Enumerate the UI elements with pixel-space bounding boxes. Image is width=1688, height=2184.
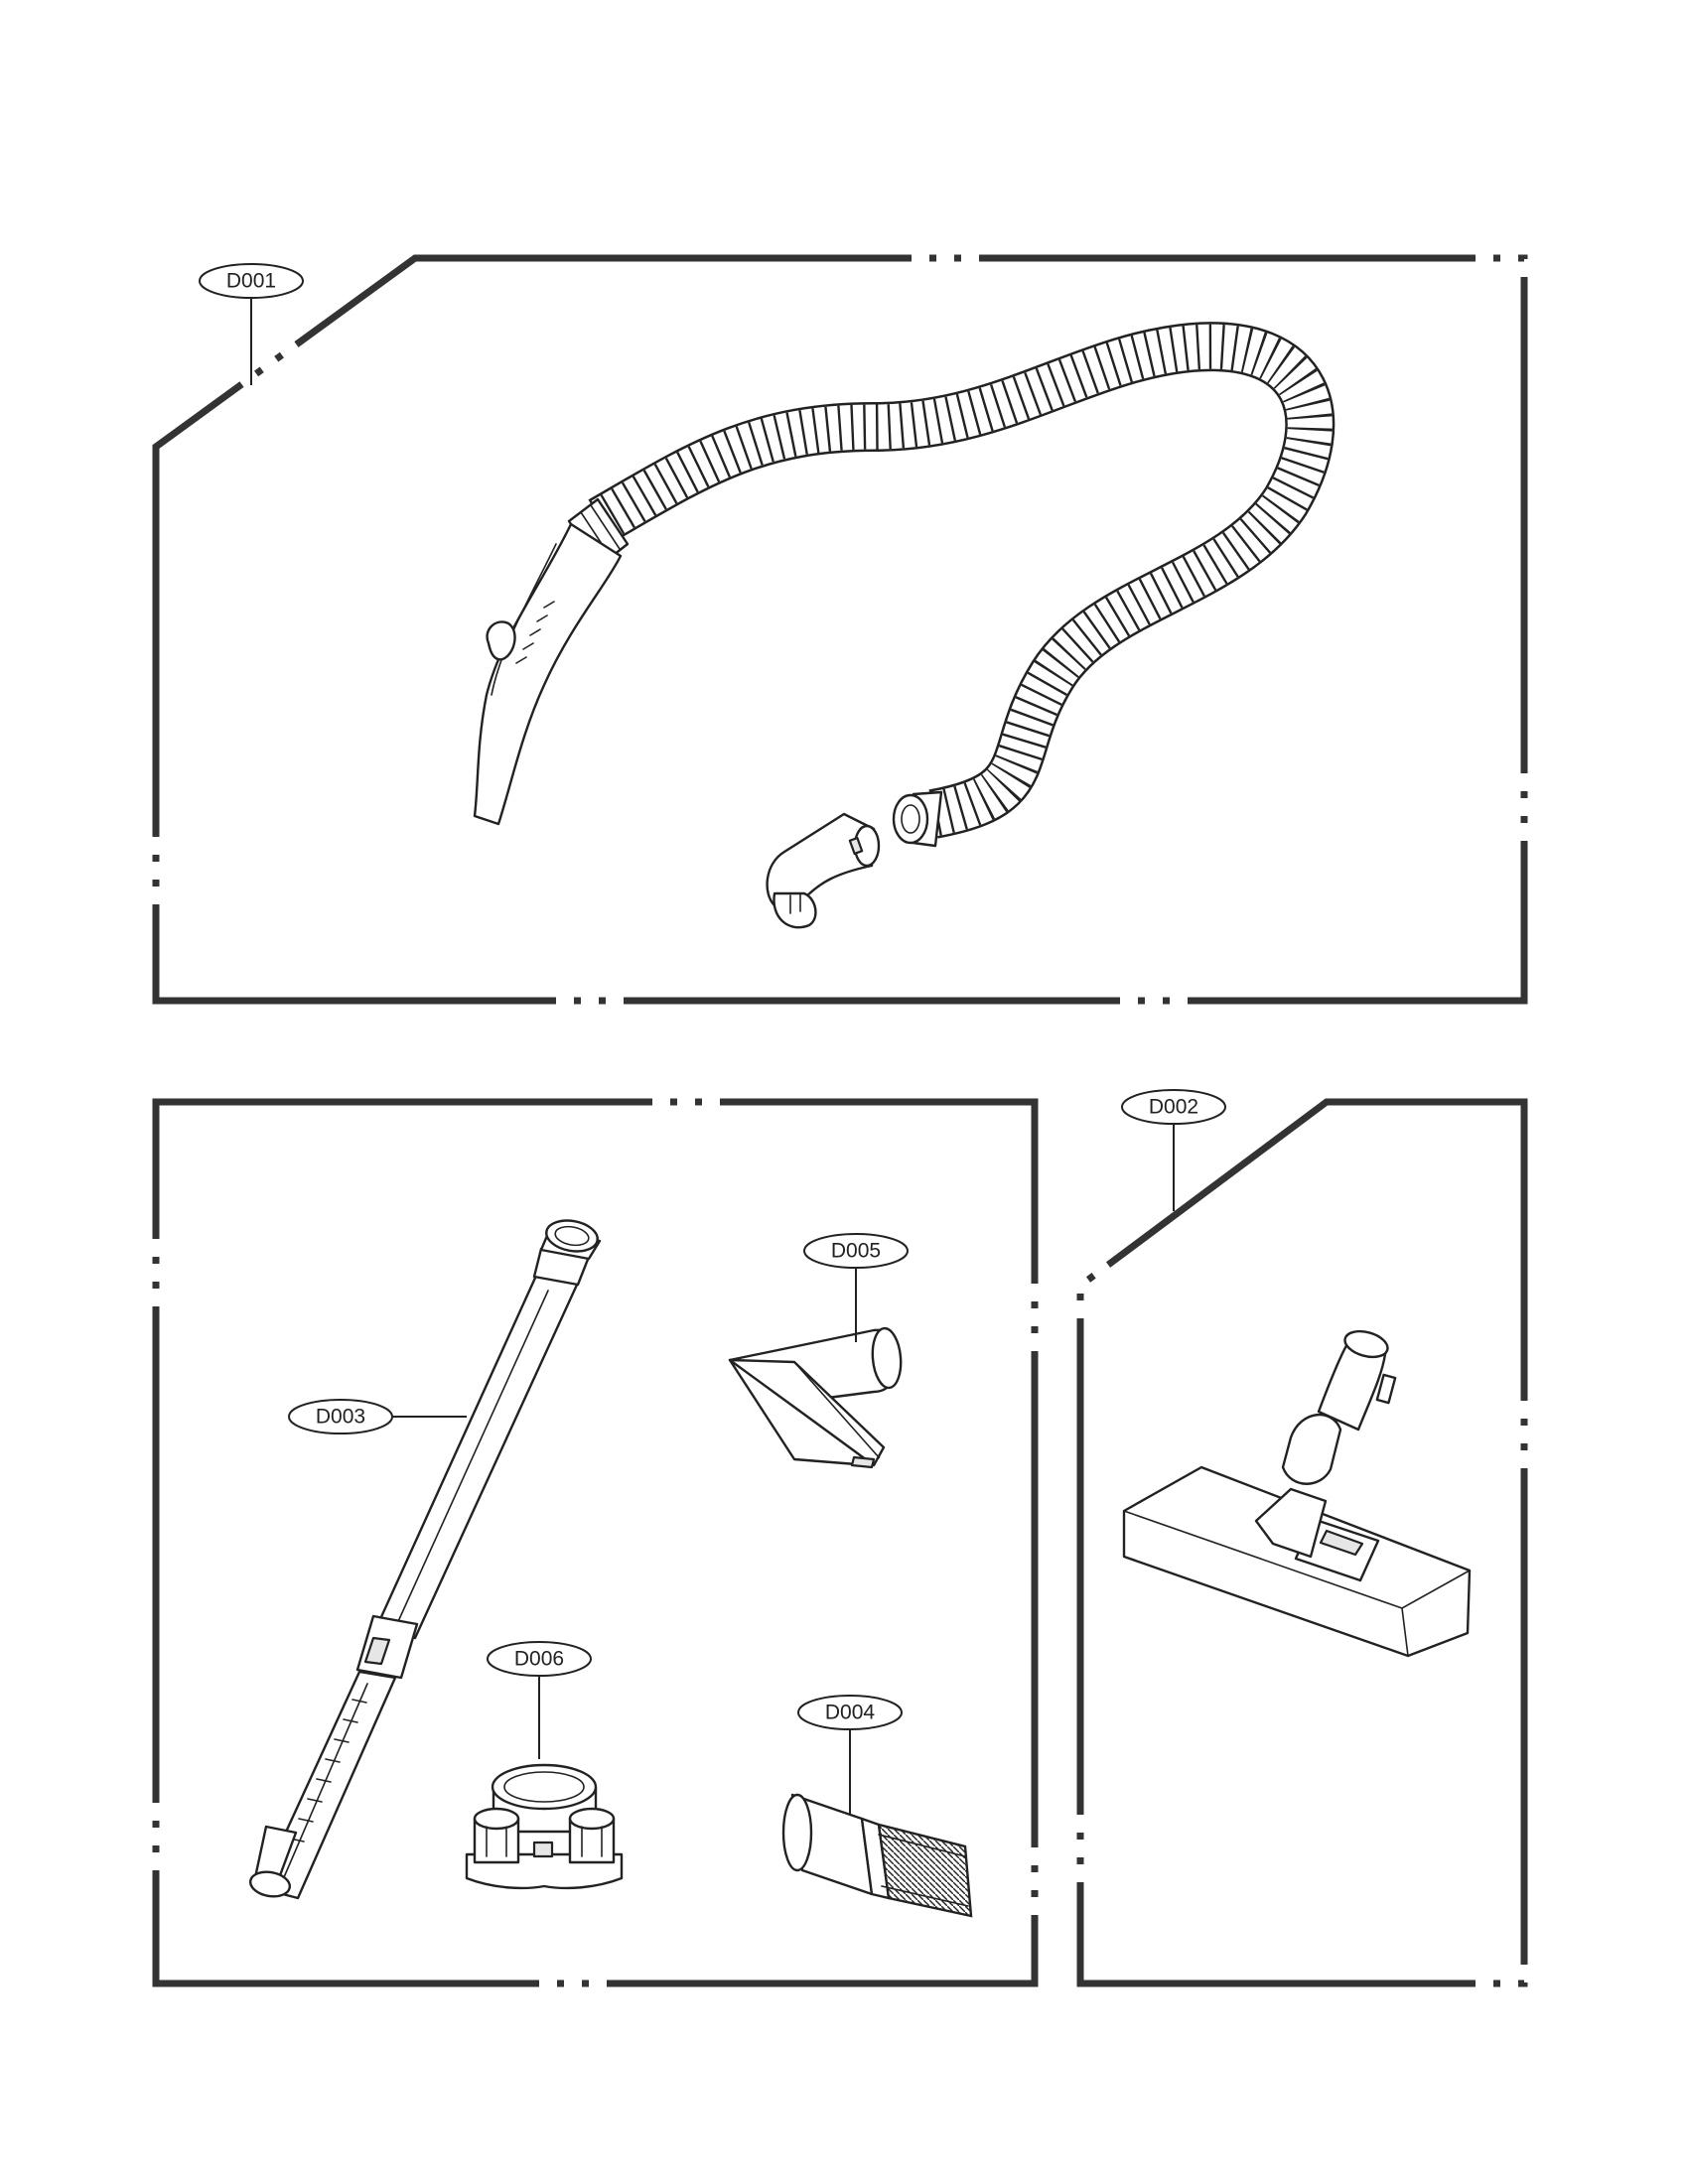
floor-nozzle-opening (1343, 1329, 1389, 1359)
callout-d004[interactable]: D004 (797, 1695, 903, 1815)
brush-bristles (877, 1823, 973, 1918)
hose-elbow-tip (773, 891, 817, 929)
upholstery-tool (728, 1326, 903, 1469)
hose-end-opening (892, 793, 929, 845)
callout-d006-label: D006 (514, 1648, 564, 1671)
callout-d006[interactable]: D006 (487, 1641, 592, 1759)
dusting-brush (781, 1793, 973, 1918)
floor-nozzle (1122, 1329, 1472, 1658)
callout-d001[interactable]: D001 (199, 263, 304, 385)
callout-d004-label: D004 (825, 1702, 876, 1724)
hose-body (589, 324, 1333, 837)
callout-d003[interactable]: D003 (288, 1399, 467, 1434)
callout-d002[interactable]: D002 (1121, 1089, 1226, 1211)
callout-d001-label: D001 (226, 270, 276, 293)
frame-accessories (152, 1098, 1039, 1987)
frame-floor-nozzle (1076, 1098, 1528, 1987)
callout-d005-label: D005 (831, 1240, 881, 1263)
suction-slider-icon (486, 620, 516, 661)
frame-hose-assembly (152, 254, 1528, 1005)
hose-assembly (473, 322, 1336, 929)
accessory-holder-clip (465, 1763, 624, 1890)
callout-d005[interactable]: D005 (803, 1233, 909, 1342)
callout-d002-label: D002 (1149, 1096, 1198, 1119)
telescopic-wand (248, 1219, 602, 1900)
callout-d003-label: D003 (316, 1406, 365, 1429)
